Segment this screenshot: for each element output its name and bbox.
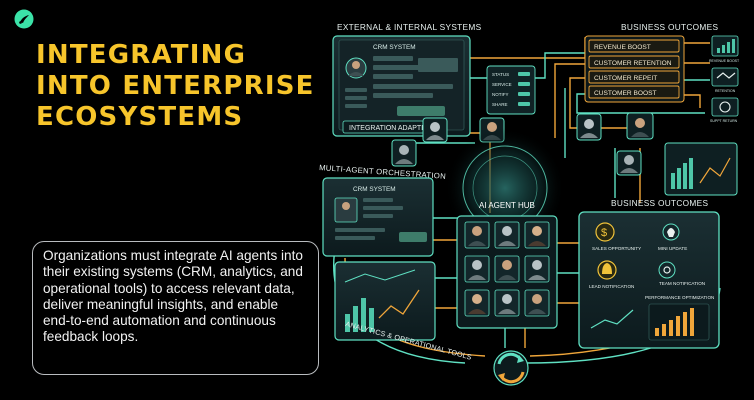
outcome-box: CUSTOMER RETENTION xyxy=(588,55,680,69)
panel-label: MINI UPDATE xyxy=(658,246,687,251)
agent-grid xyxy=(464,221,550,317)
integration-adapter-label: INTEGRATION ADAPTER xyxy=(349,125,431,132)
hub-title: AI AGENT HUB xyxy=(479,201,535,210)
status-item: SHARE xyxy=(492,102,508,107)
svg-text:CUSTOMER RETENTION: CUSTOMER RETENTION xyxy=(594,60,672,67)
svg-text:$: $ xyxy=(601,227,607,239)
business-outcomes-right-title: BUSINESS OUTCOMES xyxy=(611,198,708,208)
mini-label: REVENUE BOOST xyxy=(709,59,740,63)
refresh-cycle-icon xyxy=(493,350,529,386)
lightbulb-icon xyxy=(662,223,680,241)
trend-line-icon xyxy=(590,309,634,329)
crm-left-title: CRM SYSTEM xyxy=(353,186,396,193)
panel-label: SALES OPPORTUNITY xyxy=(592,246,641,251)
mini-label: SUPPT RETURN xyxy=(710,119,738,123)
svg-text:REVENUE BOOST: REVENUE BOOST xyxy=(594,44,651,51)
description-text: Organizations must integrate AI agents i… xyxy=(43,248,303,345)
gear-icon xyxy=(658,261,676,279)
integration-illustration: EXTERNAL & INTERNAL SYSTEMS CRM SYSTEM I… xyxy=(319,22,740,386)
status-item: STATUS xyxy=(492,72,509,77)
mini-label: RETENTION xyxy=(715,89,736,93)
outcome-box: REVENUE BOOST xyxy=(588,39,680,53)
svg-text:CUSTOMER BOOST: CUSTOMER BOOST xyxy=(594,90,657,97)
svg-text:CUSTOMER REPEIT: CUSTOMER REPEIT xyxy=(594,75,657,82)
status-item: NOTIFY xyxy=(492,92,509,97)
growth-chart-icon xyxy=(648,303,710,341)
support-icon xyxy=(711,97,739,117)
agent-avatar xyxy=(576,113,602,141)
outcome-box: CUSTOMER REPEIT xyxy=(588,70,680,84)
description-box: Organizations must integrate AI agents i… xyxy=(32,241,319,375)
title-line-2: INTO ENTERPRISE xyxy=(36,71,315,101)
status-item: SERVICE xyxy=(492,82,512,87)
external-systems-title: EXTERNAL & INTERNAL SYSTEMS xyxy=(337,22,482,32)
outcome-box: CUSTOMER BOOST xyxy=(588,85,680,99)
agent-avatar xyxy=(391,139,417,167)
chart-bars-icon xyxy=(711,35,739,57)
agent-avatar xyxy=(616,150,642,176)
panel-label: TEAM NOTIFICATION xyxy=(659,281,705,286)
title-line-1: INTEGRATING xyxy=(36,40,247,70)
agent-avatar xyxy=(626,112,654,140)
crm-top-title: CRM SYSTEM xyxy=(373,44,416,51)
handshake-icon xyxy=(711,67,739,87)
dollar-icon: $ xyxy=(595,222,615,242)
page-title: INTEGRATING INTO ENTERPRISE ECOSYSTEMS xyxy=(36,40,326,133)
panel-label: LEAD NOTIFICATION xyxy=(589,284,634,289)
brand-logo-icon xyxy=(14,9,34,29)
agent-avatar xyxy=(422,117,448,143)
title-line-3: ECOSYSTEMS xyxy=(36,102,244,132)
bell-icon xyxy=(597,260,617,280)
panel-label: PERFORMANCE OPTIMIZATION xyxy=(645,295,714,300)
business-outcomes-top-title: BUSINESS OUTCOMES xyxy=(621,22,718,32)
